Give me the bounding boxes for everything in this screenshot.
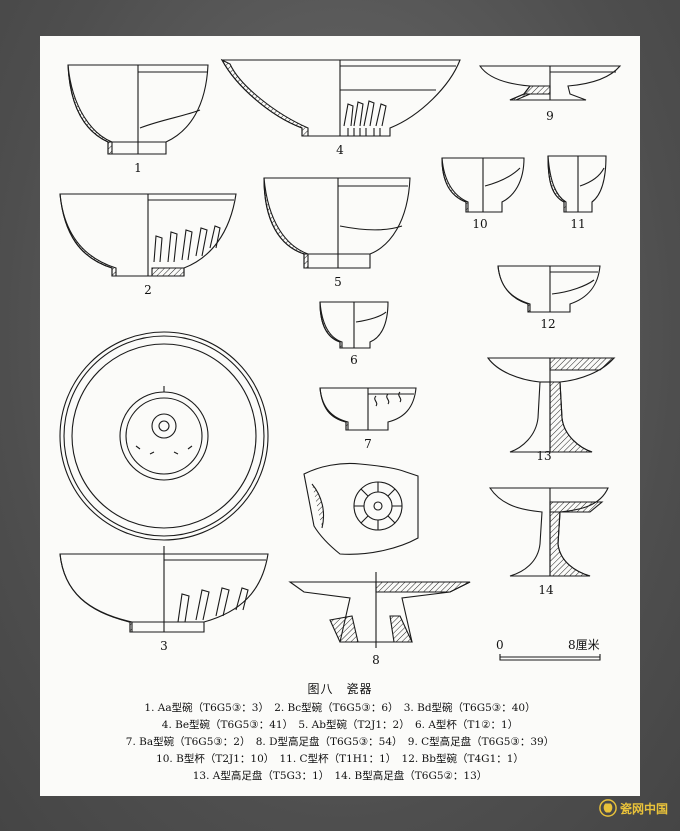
figure-numbers: 1 2 3 4 5 6 7 8 9 10 11 12 13 14 0 8厘米 <box>134 109 599 667</box>
label-4: 4 <box>336 143 344 157</box>
vessel-6-cup <box>319 301 389 349</box>
watermark: 瓷网中国 <box>599 799 668 817</box>
vessel-8-high-foot-dish <box>288 572 471 648</box>
watermark-text: 瓷网中国 <box>619 801 668 816</box>
vessel-10-cup <box>441 157 525 213</box>
label-2: 2 <box>144 283 152 297</box>
caption-line-3: 7. Ba型碗（T6G5③：2） 8. D型高足盘（T6G5③：54） 9. C… <box>125 736 555 748</box>
vessel-2-bowl <box>59 193 237 277</box>
vessel-4-bowl <box>220 58 461 137</box>
porcelain-logo-icon <box>599 799 617 817</box>
label-1: 1 <box>134 161 142 175</box>
figure-caption-title: 图八 瓷器 <box>307 682 373 696</box>
vessel-13-high-foot-dish <box>486 357 616 453</box>
caption-line-2: 4. Be型碗（T6G5③：41） 5. Ab型碗（T2J1：2） 6. A型杯… <box>161 719 519 731</box>
label-3: 3 <box>160 639 168 653</box>
caption-line-4: 10. B型杯（T2J1：10） 11. C型杯（T1H1：1） 12. Bb型… <box>156 753 524 765</box>
vessel-11-cup <box>547 155 607 213</box>
vessel-9-high-foot-dish <box>478 65 622 101</box>
label-14: 14 <box>538 583 554 597</box>
label-12: 12 <box>540 317 555 331</box>
vessel-3-bowl <box>59 546 269 633</box>
vessel-7-bowl <box>319 387 417 431</box>
label-5: 5 <box>334 275 342 289</box>
vessel-14-high-foot-dish <box>488 487 609 577</box>
label-13: 13 <box>536 449 551 463</box>
caption-line-1: 1. Aa型碗（T6G5③：3） 2. Bc型碗（T6G5③：6） 3. Bd型… <box>144 702 536 714</box>
label-6: 6 <box>350 353 358 367</box>
label-11: 11 <box>570 217 585 231</box>
vessel-5-bowl <box>263 177 411 269</box>
label-9: 9 <box>546 109 554 123</box>
vessel-1-bowl <box>67 64 209 155</box>
vessel-12-bowl <box>497 265 601 313</box>
ceramics-drawing: 1 2 3 4 5 6 7 8 9 10 11 12 13 14 0 8厘米 <box>59 58 622 667</box>
scale-end-label: 8厘米 <box>568 638 600 652</box>
scale-bar <box>499 654 601 661</box>
label-8: 8 <box>372 653 380 667</box>
label-10: 10 <box>472 217 487 231</box>
scale-start-label: 0 <box>496 638 504 652</box>
vessel-8-fragment-top <box>303 462 419 555</box>
vessel-3-plan-view <box>59 331 269 541</box>
label-7: 7 <box>364 437 372 451</box>
caption-line-5: 13. A型高足盘（T5G3：1） 14. B型高足盘（T6G5②：13） <box>192 770 488 782</box>
figure-sheet: 1 2 3 4 5 6 7 8 9 10 11 12 13 14 0 8厘米 图… <box>40 36 640 796</box>
